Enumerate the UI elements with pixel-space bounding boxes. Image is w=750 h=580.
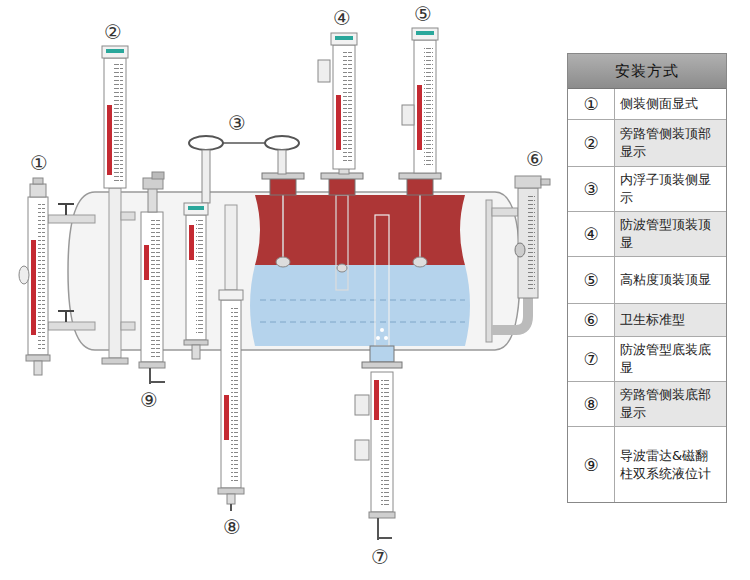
row-description: 防波管型底装底显 <box>615 337 726 381</box>
row-number: ⑦ <box>568 337 615 381</box>
callout-number: ③ <box>228 112 246 134</box>
table-row: ⑤高粘度顶装顶显 <box>568 257 726 304</box>
callout-number: ⑥ <box>526 148 544 170</box>
table-heading: 安装方式 <box>568 54 726 89</box>
table-row: ⑥卫生标准型 <box>568 304 726 337</box>
row-description: 旁路管侧装底部显示 <box>615 382 726 426</box>
row-number: ⑥ <box>568 304 615 336</box>
callout-number: ⑨ <box>140 389 158 411</box>
row-description: 侧装侧面显式 <box>615 89 726 119</box>
table-row: ③内浮子顶装侧显示 <box>568 167 726 212</box>
table-row: ④防波管型顶装顶显 <box>568 212 726 257</box>
install-table: 安装方式①侧装侧面显式②旁路管侧装顶部显示③内浮子顶装侧显示④防波管型顶装顶显⑤… <box>567 53 727 503</box>
row-number: ⑧ <box>568 382 615 426</box>
table-row: ②旁路管侧装顶部显示 <box>568 120 726 167</box>
row-description: 高粘度顶装顶显 <box>615 257 726 303</box>
row-description: 内浮子顶装侧显示 <box>615 167 726 211</box>
table-row: ①侧装侧面显式 <box>568 89 726 120</box>
row-number: ⑤ <box>568 257 615 303</box>
row-description: 卫生标准型 <box>615 304 726 336</box>
row-description: 防波管型顶装顶显 <box>615 212 726 256</box>
callout-number: ⑦ <box>371 546 389 568</box>
callout-number: ⑧ <box>223 516 241 538</box>
row-number: ⑨ <box>568 427 615 502</box>
row-number: ③ <box>568 167 615 211</box>
callout-number: ④ <box>333 7 351 29</box>
table-row: ⑨导波雷达&磁翻柱双系统液位计 <box>568 427 726 502</box>
callout-number: ② <box>104 21 122 43</box>
row-number: ④ <box>568 212 615 256</box>
table-row: ⑦防波管型底装底显 <box>568 337 726 382</box>
row-description: 旁路管侧装顶部显示 <box>615 120 726 166</box>
callout-number: ⑤ <box>414 3 432 25</box>
row-number: ① <box>568 89 615 119</box>
table-row: ⑧旁路管侧装底部显示 <box>568 382 726 427</box>
row-description: 导波雷达&磁翻柱双系统液位计 <box>615 427 726 502</box>
callout-number: ① <box>30 152 48 174</box>
row-number: ② <box>568 120 615 166</box>
